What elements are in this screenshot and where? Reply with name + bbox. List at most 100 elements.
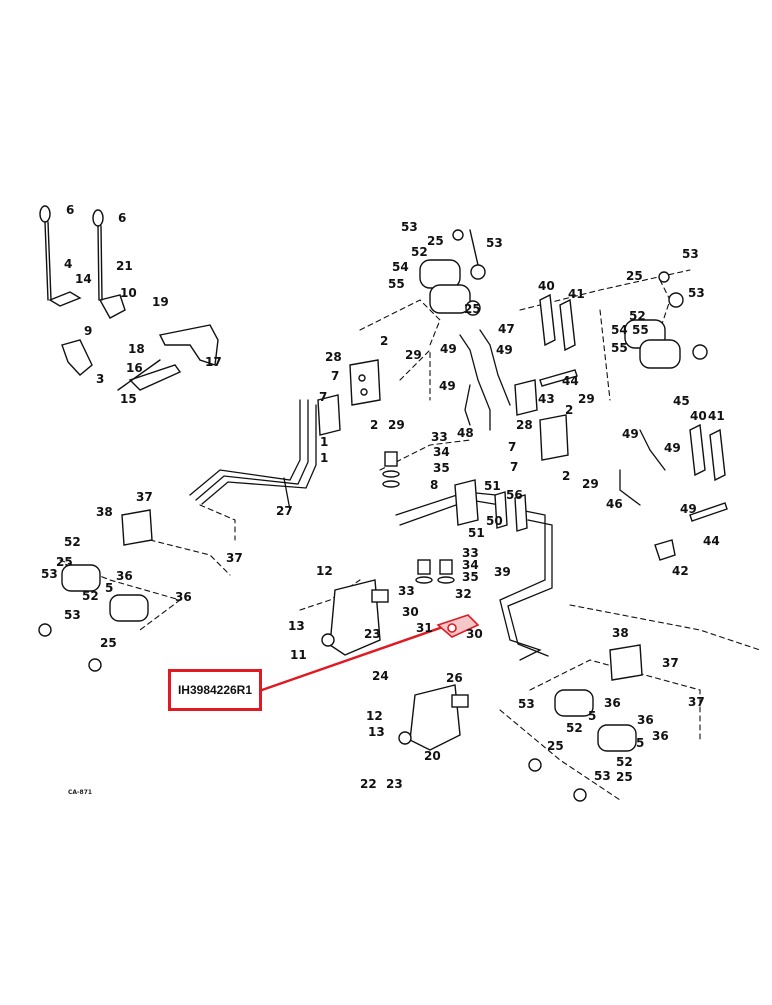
highlighted-part-31 bbox=[436, 614, 480, 638]
label-37b: 37 bbox=[226, 551, 243, 565]
label-12a: 12 bbox=[316, 564, 333, 578]
label-30b: 30 bbox=[466, 627, 483, 641]
valve-block-left bbox=[317, 359, 381, 436]
label-52c: 52 bbox=[64, 535, 81, 549]
label-35a: 35 bbox=[433, 461, 450, 475]
label-32: 32 bbox=[455, 587, 472, 601]
label-49a: 49 bbox=[440, 342, 457, 356]
label-6b: 6 bbox=[118, 211, 126, 225]
hydraulic-tubes-27 bbox=[189, 399, 317, 511]
valve-block-right bbox=[514, 379, 569, 461]
label-44a: 44 bbox=[562, 374, 579, 388]
label-12b: 12 bbox=[366, 709, 383, 723]
label-29a: 29 bbox=[405, 348, 422, 362]
label-7d: 7 bbox=[510, 460, 518, 474]
label-49b: 49 bbox=[496, 343, 513, 357]
label-53c: 53 bbox=[682, 247, 699, 261]
label-38a: 38 bbox=[96, 505, 113, 519]
label-52a: 52 bbox=[411, 245, 428, 259]
label-46: 46 bbox=[606, 497, 623, 511]
label-53h: 53 bbox=[594, 769, 611, 783]
label-26: 26 bbox=[446, 671, 463, 685]
coupler-right bbox=[624, 271, 708, 369]
main-valve-upper bbox=[321, 579, 389, 656]
label-36e: 36 bbox=[652, 729, 669, 743]
coupler-bottom-left bbox=[38, 509, 153, 672]
part-number-text: IH3984226R1 bbox=[177, 683, 253, 697]
label-41b: 41 bbox=[708, 409, 725, 423]
label-41a: 41 bbox=[568, 287, 585, 301]
label-43: 43 bbox=[538, 392, 555, 406]
label-23a: 23 bbox=[364, 627, 381, 641]
label-23b: 23 bbox=[386, 777, 403, 791]
label-34b: 34 bbox=[462, 558, 479, 572]
label-53e: 53 bbox=[41, 567, 58, 581]
label-54b: 54 bbox=[611, 323, 628, 337]
label-55c: 55 bbox=[611, 341, 628, 355]
label-5c: 5 bbox=[636, 736, 644, 750]
label-52b: 52 bbox=[629, 309, 646, 323]
label-10: 10 bbox=[120, 286, 137, 300]
label-53b: 53 bbox=[486, 236, 503, 250]
main-valve-lower bbox=[398, 684, 469, 751]
figure-code: CA-871 bbox=[68, 789, 93, 796]
label-37c: 37 bbox=[662, 656, 679, 670]
label-31: 31 bbox=[416, 621, 433, 635]
label-25d: 25 bbox=[56, 555, 73, 569]
label-13a: 13 bbox=[288, 619, 305, 633]
label-53d: 53 bbox=[688, 286, 705, 300]
label-49e: 49 bbox=[664, 441, 681, 455]
label-24: 24 bbox=[372, 669, 389, 683]
label-33b: 33 bbox=[462, 546, 479, 560]
label-52f: 52 bbox=[616, 755, 633, 769]
label-16: 16 bbox=[126, 361, 143, 375]
label-53g: 53 bbox=[518, 697, 535, 711]
label-29b: 29 bbox=[388, 418, 405, 432]
label-8: 8 bbox=[430, 478, 438, 492]
label-3: 3 bbox=[96, 372, 104, 386]
label-49f: 49 bbox=[680, 502, 697, 516]
label-25f: 25 bbox=[547, 739, 564, 753]
hydraulic-tubes-39 bbox=[395, 491, 553, 661]
label-25g: 25 bbox=[616, 770, 633, 784]
label-36d: 36 bbox=[637, 713, 654, 727]
label-27: 27 bbox=[276, 504, 293, 518]
label-36a: 36 bbox=[116, 569, 133, 583]
label-15: 15 bbox=[120, 392, 137, 406]
label-39: 39 bbox=[494, 565, 511, 579]
label-53f: 53 bbox=[64, 608, 81, 622]
label-2b: 2 bbox=[370, 418, 378, 432]
label-34a: 34 bbox=[433, 445, 450, 459]
label-47: 47 bbox=[498, 322, 515, 336]
label-1a: 1 bbox=[320, 435, 328, 449]
label-13b: 13 bbox=[368, 725, 385, 739]
label-25b: 25 bbox=[464, 302, 481, 316]
label-49c: 49 bbox=[439, 379, 456, 393]
label-2a: 2 bbox=[380, 334, 388, 348]
label-20: 20 bbox=[424, 749, 441, 763]
label-37a: 37 bbox=[136, 490, 153, 504]
label-2c: 2 bbox=[565, 403, 573, 417]
label-44b: 44 bbox=[703, 534, 720, 548]
hoses bbox=[459, 329, 666, 506]
label-55b: 55 bbox=[632, 323, 649, 337]
label-51b: 51 bbox=[468, 526, 485, 540]
label-25c: 25 bbox=[626, 269, 643, 283]
label-18: 18 bbox=[128, 342, 145, 356]
label-53a: 53 bbox=[401, 220, 418, 234]
label-49d: 49 bbox=[622, 427, 639, 441]
part-number-callout: IH3984226R1 bbox=[168, 669, 262, 711]
label-37d: 37 bbox=[688, 695, 705, 709]
label-54a: 54 bbox=[392, 260, 409, 274]
label-25a: 25 bbox=[427, 234, 444, 248]
label-22: 22 bbox=[360, 777, 377, 791]
label-29d: 29 bbox=[582, 477, 599, 491]
label-6a: 6 bbox=[66, 203, 74, 217]
coupler-top bbox=[419, 229, 486, 316]
label-28b: 28 bbox=[516, 418, 533, 432]
label-7a: 7 bbox=[331, 369, 339, 383]
fittings-cluster bbox=[382, 451, 455, 584]
label-14: 14 bbox=[75, 272, 92, 286]
